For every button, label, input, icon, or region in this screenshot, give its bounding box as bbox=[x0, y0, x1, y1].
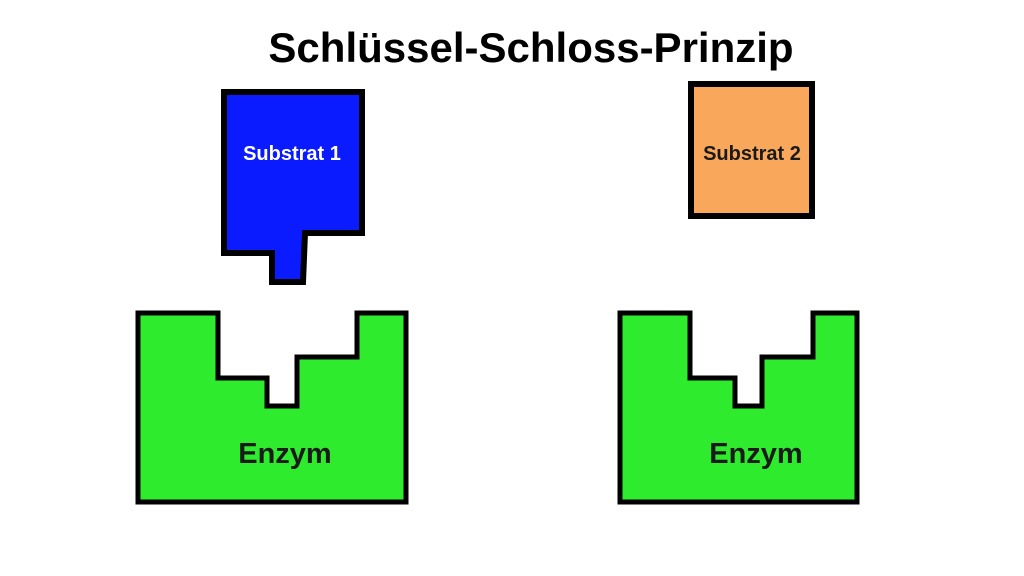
enzyme-right: Enzym bbox=[617, 310, 860, 505]
substrate-2: Substrat 2 bbox=[688, 81, 815, 219]
enzyme-left-label: Enzym bbox=[238, 438, 331, 470]
enzyme-left-shape bbox=[135, 310, 409, 505]
enzyme-right-label: Enzym bbox=[709, 438, 802, 470]
substrate-2-label: Substrat 2 bbox=[703, 143, 801, 165]
substrate-1-shape bbox=[221, 89, 365, 285]
substrate-1-label: Substrat 1 bbox=[243, 143, 341, 165]
enzyme-left: Enzym bbox=[135, 310, 409, 505]
enzyme-right-shape bbox=[617, 310, 860, 505]
page-title: Schlüssel-Schloss-Prinzip bbox=[268, 24, 793, 71]
substrate-2-shape bbox=[688, 81, 815, 219]
substrate-1: Substrat 1 bbox=[221, 89, 365, 285]
